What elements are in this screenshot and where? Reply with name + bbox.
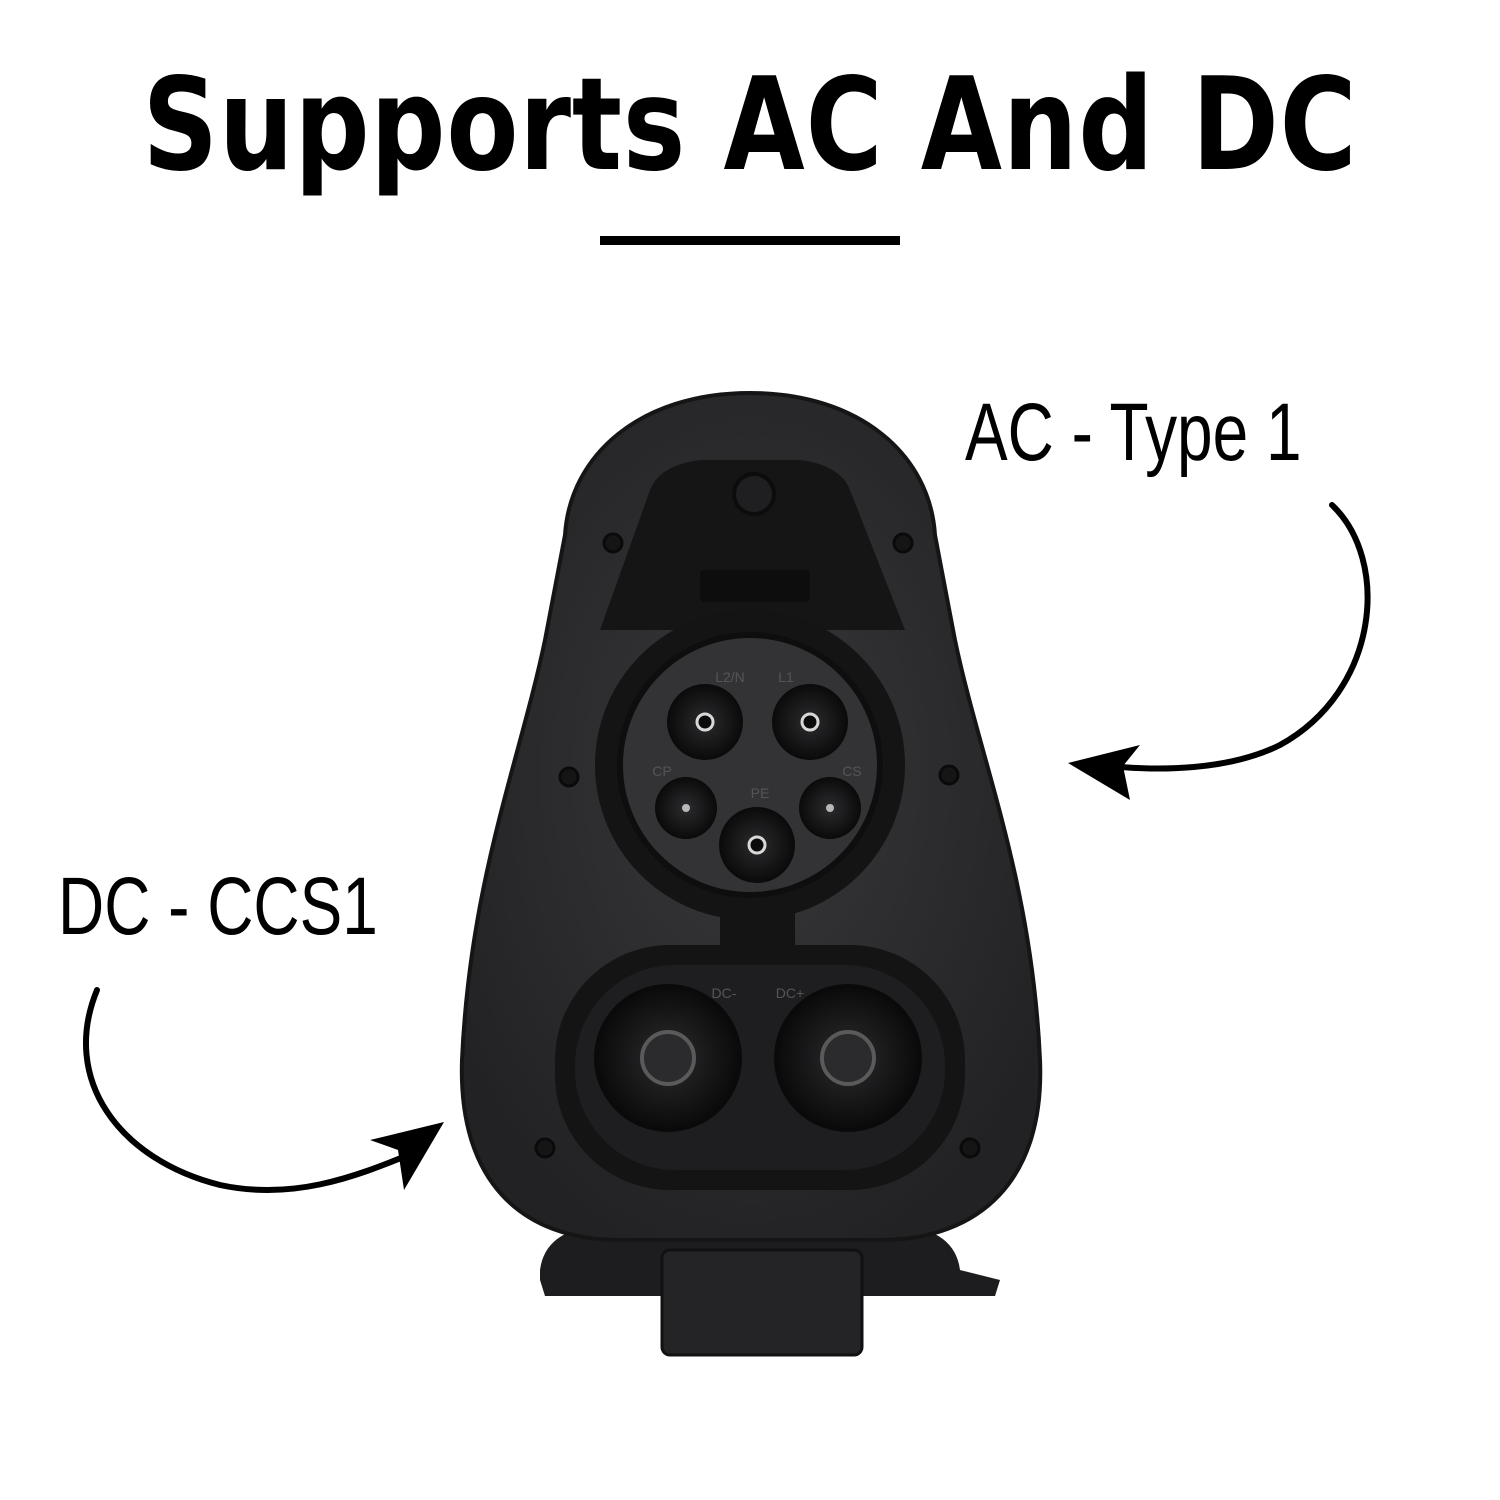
pin-label-dc-minus: DC- xyxy=(712,985,737,1001)
mounting-base xyxy=(540,1225,1000,1357)
latch-recess xyxy=(600,460,905,630)
screw-icon xyxy=(602,532,624,554)
screw-icon xyxy=(959,1137,981,1159)
pin-label-pe: PE xyxy=(751,785,770,801)
dc-ccs1-label: DC - CCS1 xyxy=(58,861,378,952)
dc-socket: DC- DC+ xyxy=(555,945,965,1190)
title-underline xyxy=(600,236,900,245)
screw-icon xyxy=(938,764,960,786)
dc-arrow-icon xyxy=(83,987,444,1194)
page-title: Supports AC And DC xyxy=(142,51,1358,200)
pin-label-l1: L1 xyxy=(778,669,794,685)
latch-button-icon xyxy=(732,472,776,516)
pin-label-dc-plus: DC+ xyxy=(776,985,804,1001)
pin-label-l2n: L2/N xyxy=(715,669,745,685)
screw-icon xyxy=(534,1137,556,1159)
screw-icon xyxy=(892,532,914,554)
pin-label-cs: CS xyxy=(842,763,861,779)
mounting-screws xyxy=(534,532,981,1159)
ac-socket: L2/N L1 CP CS PE xyxy=(595,610,905,920)
pin-label-cp: CP xyxy=(652,763,671,779)
ac-arrow-icon xyxy=(1068,502,1371,800)
screw-icon xyxy=(558,766,580,788)
ac-type1-label: AC - Type 1 xyxy=(965,387,1302,478)
